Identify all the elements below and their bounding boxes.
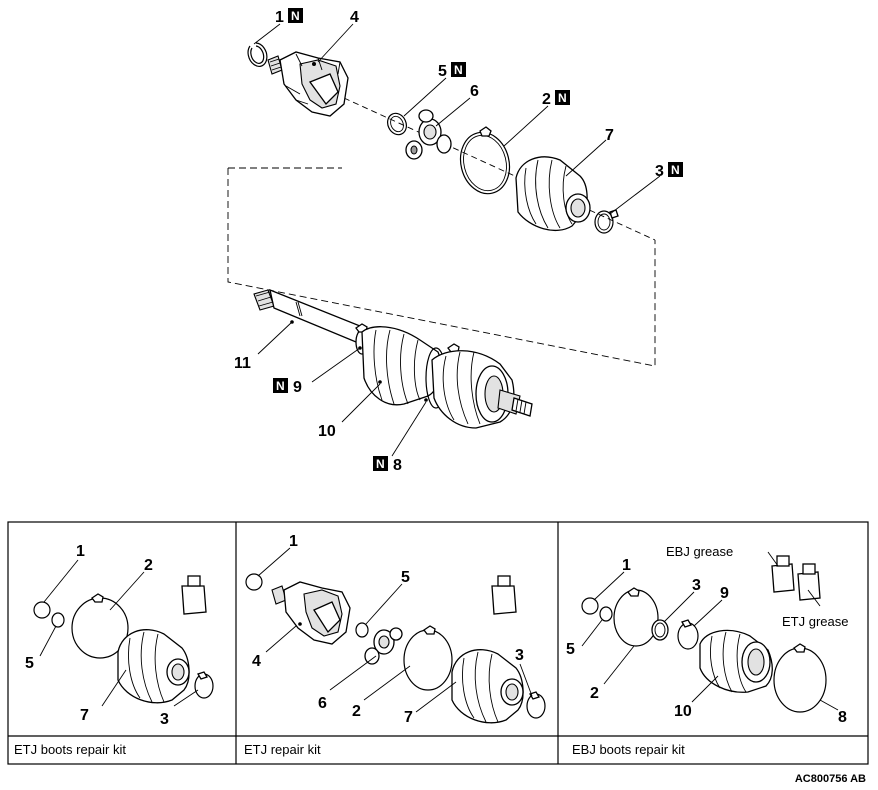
etj-grease-label: ETJ grease <box>782 614 848 629</box>
callouts-main: 1 N 4 5 N 6 2 N 7 3 N 11 N 9 10 N 8 <box>234 8 683 474</box>
kit3-callout-10: 10 <box>674 703 692 720</box>
kit1-callout-2: 2 <box>144 557 153 574</box>
main-exploded-view: 1 N 4 5 N 6 2 N 7 3 N 11 N 9 10 N 8 <box>227 8 683 474</box>
kit3-callout-9: 9 <box>720 585 729 602</box>
alignment-frame <box>227 97 656 367</box>
kit3-name: EBJ boots repair kit <box>572 742 685 757</box>
kit1-callout-3: 3 <box>160 711 169 728</box>
new-part-marker-5: N <box>454 63 463 77</box>
kit3-callout-2: 2 <box>590 685 599 702</box>
kit-ebj-boots: 1 3 9 5 2 10 8 EBJ grease ETJ grease EBJ… <box>566 544 848 757</box>
callout-10: 10 <box>318 423 336 440</box>
callout-4: 4 <box>350 9 359 26</box>
new-part-marker-3: N <box>671 163 680 177</box>
new-part-marker-2: N <box>558 91 567 105</box>
leader-lines-main <box>253 23 661 457</box>
kit2-callout-7: 7 <box>404 709 413 726</box>
spider-assembly-part-6 <box>405 109 452 160</box>
kit1-callout-5: 5 <box>25 655 34 672</box>
kit1-callout-1: 1 <box>76 543 85 560</box>
callout-2: 2 <box>542 91 551 108</box>
drive-shaft-assembly <box>253 288 533 429</box>
kit-etj-boots: 1 2 5 7 3 ETJ boots repair kit <box>14 543 214 757</box>
kit3-callout-8: 8 <box>838 709 847 726</box>
figure-code: AC800756 AB <box>795 773 866 785</box>
callout-6: 6 <box>470 83 479 100</box>
kit3-callout-1: 1 <box>622 557 631 574</box>
callout-9: 9 <box>293 379 302 396</box>
callout-7: 7 <box>605 127 614 144</box>
callout-1: 1 <box>275 9 284 26</box>
repair-kit-table: 1 2 5 7 3 ETJ boots repair kit <box>7 521 869 765</box>
ebj-grease-label: EBJ grease <box>666 544 733 559</box>
callout-5: 5 <box>438 63 447 80</box>
kit2-callout-6: 6 <box>318 695 327 712</box>
boot-band-part-2 <box>459 126 511 195</box>
callout-8: 8 <box>393 457 402 474</box>
small-band-part-3 <box>594 209 619 234</box>
kit3-callout-5: 5 <box>566 641 575 658</box>
new-part-marker-9: N <box>276 379 285 393</box>
kit1-name: ETJ boots repair kit <box>14 742 126 757</box>
kit-etj: 1 5 4 6 2 7 3 ETJ repair kit <box>244 533 546 757</box>
kit2-callout-2: 2 <box>352 703 361 720</box>
kit2-callout-1: 1 <box>289 533 298 550</box>
snap-ring-part-5 <box>387 112 407 136</box>
new-part-marker-1: N <box>291 9 300 23</box>
kit2-callout-5: 5 <box>401 569 410 586</box>
kit2-callout-4: 4 <box>252 653 261 670</box>
callout-11: 11 <box>234 355 251 372</box>
kit1-callout-7: 7 <box>80 707 89 724</box>
kit3-callout-3: 3 <box>692 577 701 594</box>
callout-3: 3 <box>655 163 664 180</box>
boot-part-7 <box>515 156 591 232</box>
circlip-part-1 <box>247 42 268 67</box>
etj-housing-part-4 <box>267 51 349 117</box>
new-part-marker-8: N <box>376 457 385 471</box>
kit2-callout-3: 3 <box>515 647 524 664</box>
kit2-name: ETJ repair kit <box>244 742 321 757</box>
